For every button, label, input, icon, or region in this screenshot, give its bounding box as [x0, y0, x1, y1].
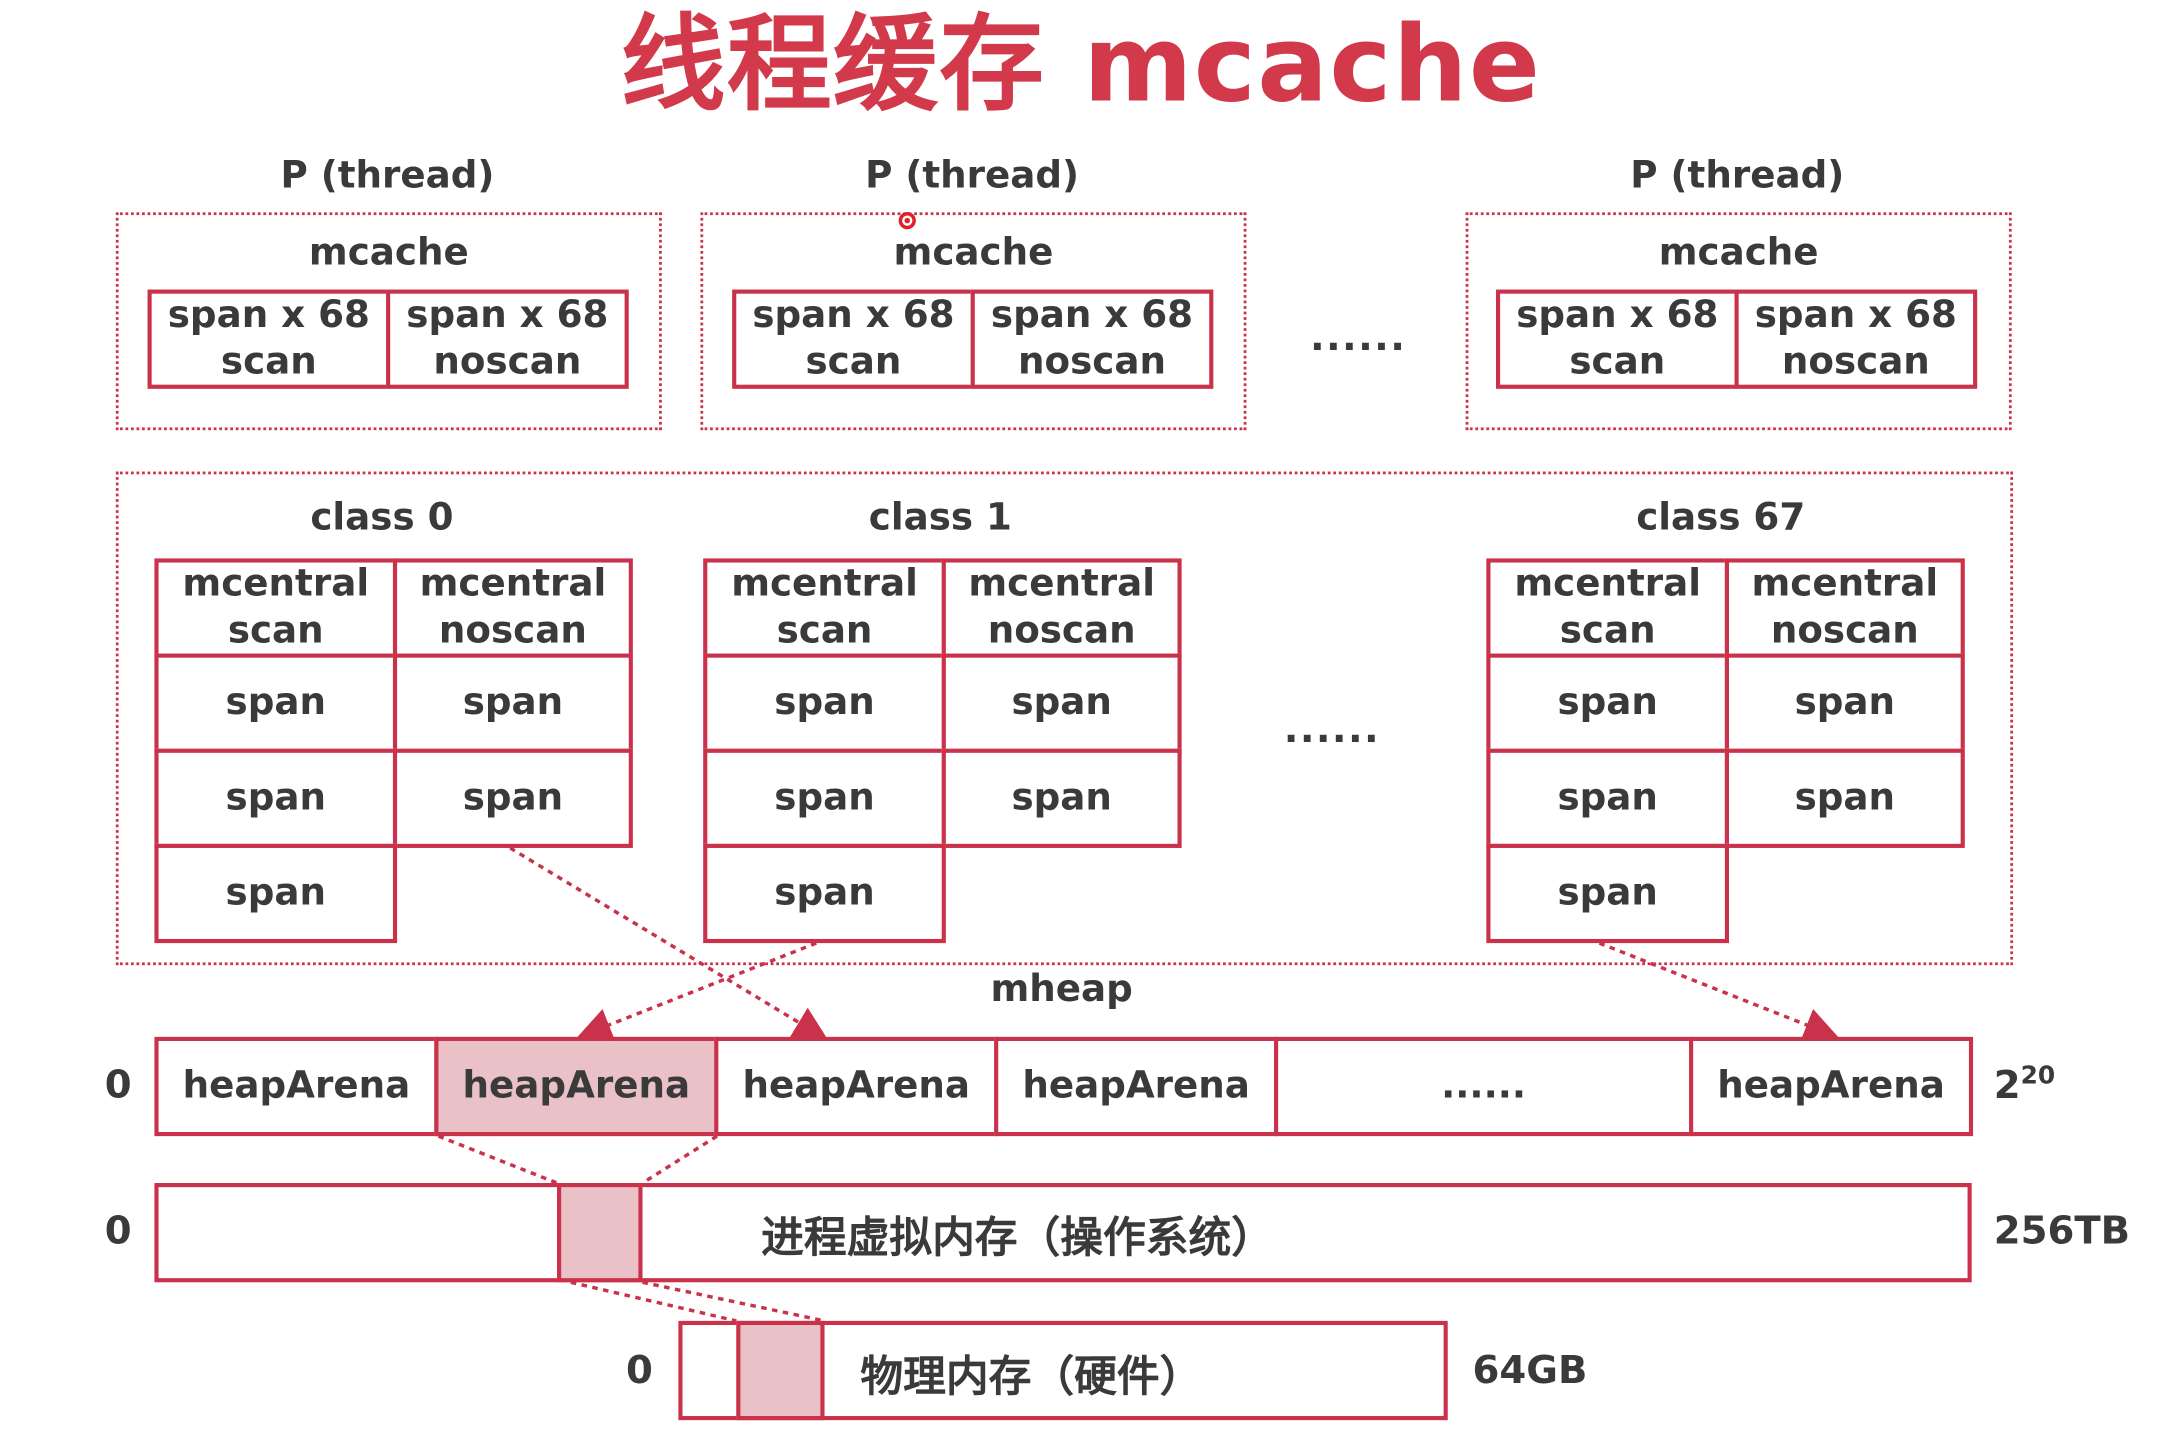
thread-box: mcache	[700, 212, 1247, 431]
class-ellipsis: ......	[1283, 705, 1381, 752]
connector-line	[642, 1280, 825, 1323]
span-cell: span	[941, 653, 1182, 753]
heap-arena-cell: heapArena	[154, 1036, 439, 1137]
connector-line	[509, 846, 829, 1041]
heap-arena-ellipsis: ......	[1274, 1036, 1694, 1137]
physical-memory-end-label: 64GB	[1472, 1347, 1588, 1393]
mcache-span-scan: span x 68 scan	[732, 289, 975, 389]
mcache-span-noscan: span x 68 noscan	[1734, 289, 1978, 389]
virtual-memory-label: 进程虚拟内存（操作系统）	[761, 1213, 1275, 1263]
heap-arena-cell: heapArena	[1689, 1036, 1974, 1137]
thread-box: mcache	[1465, 212, 2012, 431]
mcentral-noscan-header: mcentral noscan	[392, 558, 633, 658]
virtual-memory-start-label: 0	[104, 1207, 132, 1254]
mcache-span-noscan: span x 68 noscan	[386, 289, 629, 389]
connector-line	[641, 1134, 718, 1185]
span-cell: span	[1724, 748, 1965, 848]
span-cell: span	[1486, 843, 1730, 944]
mcache-label: mcache	[308, 231, 469, 275]
class-label: class 0	[310, 496, 454, 540]
virtual-memory-bar	[154, 1183, 1972, 1283]
physical-memory-start-label: 0	[625, 1347, 653, 1393]
virtual-memory-highlight	[557, 1183, 643, 1283]
connector-line	[437, 1134, 558, 1185]
span-cell: span	[154, 843, 398, 944]
span-cell: span	[703, 843, 946, 944]
cursor-indicator	[898, 211, 916, 230]
mcache-span-scan: span x 68 scan	[1495, 289, 1739, 389]
connector-line	[1598, 941, 1839, 1042]
span-cell: span	[703, 748, 946, 848]
virtual-memory-end-label: 256TB	[1993, 1207, 2131, 1254]
mcentral-scan-header: mcentral scan	[1486, 558, 1730, 658]
thread-label: P (thread)	[280, 154, 495, 198]
thread-box: mcache	[115, 212, 662, 431]
mcache-label: mcache	[893, 231, 1054, 275]
page-title: 线程缓存 mcache	[620, 2, 1542, 126]
span-cell: span	[1486, 653, 1730, 753]
thread-label: P (thread)	[865, 154, 1080, 198]
mcentral-noscan-header: mcentral noscan	[1724, 558, 1965, 658]
cursor-indicator	[904, 217, 911, 224]
connector-line	[570, 1280, 737, 1323]
span-cell: span	[392, 748, 633, 848]
class-label: class 67	[1636, 496, 1806, 540]
connector-line	[576, 941, 817, 1042]
heap-arena-cell-highlighted: heapArena	[434, 1036, 719, 1137]
mheap-label: mheap	[990, 967, 1133, 1011]
mcentral-scan-header: mcentral scan	[703, 558, 946, 658]
class-label: class 1	[868, 496, 1012, 540]
span-cell: span	[941, 748, 1182, 848]
heap-start-label: 0	[104, 1061, 132, 1108]
physical-memory-label: 物理内存（硬件）	[860, 1352, 1203, 1403]
span-cell: span	[1724, 653, 1965, 753]
mcache-span-noscan: span x 68 noscan	[970, 289, 1214, 389]
thread-label: P (thread)	[1630, 154, 1845, 198]
heap-end-label: 220	[1993, 1061, 2056, 1108]
thread-ellipsis: ......	[1309, 314, 1407, 360]
physical-memory-highlight	[736, 1320, 825, 1421]
mcache-label: mcache	[1658, 231, 1819, 275]
mcentral-container	[115, 471, 2014, 966]
